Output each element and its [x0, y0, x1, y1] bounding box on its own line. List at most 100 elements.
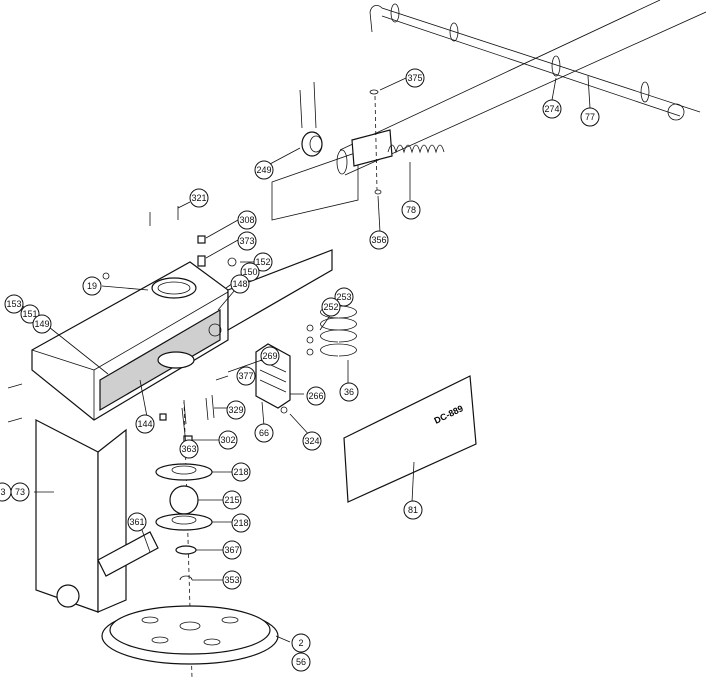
rod-ring: [551, 55, 561, 77]
housing-port: [151, 277, 197, 299]
head-housing: [31, 249, 333, 421]
column-bore: [56, 584, 80, 608]
flange-218b-hole: [171, 515, 197, 525]
svg-text:144: 144: [137, 419, 152, 429]
svg-text:36: 36: [344, 387, 354, 397]
side-screws: [7, 383, 23, 423]
svg-text:56: 56: [296, 657, 306, 667]
housing-bore: [157, 351, 195, 369]
svg-text:148: 148: [232, 279, 247, 289]
callout-324: 324: [302, 431, 322, 451]
housing-hole: [208, 323, 222, 337]
bracket: [351, 129, 393, 167]
pulley: [101, 605, 279, 665]
svg-text:353: 353: [224, 575, 239, 585]
rod-assembly: [369, 3, 701, 121]
callout-144: 144: [135, 414, 155, 434]
switch-249: [299, 81, 323, 157]
callout-367: 367: [222, 540, 242, 560]
screw-252: [306, 336, 314, 344]
column-side: [97, 428, 127, 613]
svg-text:375: 375: [407, 73, 422, 83]
svg-text:73: 73: [15, 487, 25, 497]
svg-text:78: 78: [406, 205, 416, 215]
nut-153: [102, 272, 110, 280]
svg-text:324: 324: [304, 436, 319, 446]
column-tube: [271, 0, 706, 221]
screw-324: [280, 406, 288, 414]
nut-152: [227, 257, 237, 267]
callout-353: 353: [222, 570, 242, 590]
svg-text:329: 329: [228, 405, 243, 415]
vertical-column: [35, 419, 159, 613]
svg-text:81: 81: [408, 505, 418, 515]
callout-73: 73: [10, 482, 30, 502]
svg-text:363: 363: [181, 444, 196, 454]
callout-377: 377: [236, 366, 256, 386]
spring: [387, 144, 445, 154]
callout-302: 302: [218, 430, 238, 450]
washer-356: [374, 189, 382, 195]
callout-148: 148: [230, 274, 250, 294]
svg-text:266: 266: [308, 391, 323, 401]
svg-text:2: 2: [298, 638, 303, 648]
housing-edges: [31, 291, 229, 420]
svg-text:77: 77: [585, 112, 595, 122]
callout-252: 252: [321, 297, 341, 317]
svg-text:66: 66: [259, 428, 269, 438]
leader-lines: [19, 75, 591, 643]
callout-78: 78: [401, 200, 421, 220]
svg-text:274: 274: [544, 104, 559, 114]
flange-218a-hole: [171, 465, 197, 475]
callout-266: 266: [306, 386, 326, 406]
housing-plate: [227, 249, 333, 332]
callout-153: 153: [4, 294, 24, 314]
screw-252: [306, 324, 314, 332]
callout-361: 361: [127, 512, 147, 532]
housing-port-inner: [157, 281, 191, 295]
callout-73-partial: 3: [0, 482, 12, 502]
washer-375: [369, 89, 379, 95]
screws-321: [149, 206, 179, 226]
rod-lower-edge: [381, 15, 681, 117]
sleeve-373: [197, 255, 206, 267]
svg-text:153: 153: [6, 299, 21, 309]
svg-text:269: 269: [262, 351, 277, 361]
tube-lower-edge: [344, 11, 706, 176]
screw-252: [306, 348, 314, 356]
nut-363: [159, 413, 167, 421]
plate-81: DC-889: [343, 375, 477, 503]
callout-2: 2: [291, 633, 311, 653]
svg-text:321: 321: [191, 193, 206, 203]
column-front: [35, 419, 99, 613]
callout-215: 215: [222, 490, 242, 510]
svg-text:253: 253: [336, 292, 351, 302]
tube-upper-edge: [339, 0, 661, 151]
svg-text:218: 218: [233, 467, 248, 477]
callout-218-top: 218: [231, 462, 251, 482]
plate-body: [343, 375, 477, 503]
callout-253: 253: [334, 287, 354, 307]
callout-81: 81: [403, 500, 423, 520]
svg-text:151: 151: [22, 309, 37, 319]
leader-dashed: [374, 95, 378, 191]
callout-308: 308: [237, 210, 257, 230]
callout-152: 152: [253, 252, 273, 272]
callout-77: 77: [580, 107, 600, 127]
callout-249: 249: [254, 160, 274, 180]
callout-66: 66: [254, 423, 274, 443]
rod-end-loop: [667, 103, 685, 121]
callout-375: 375: [405, 68, 425, 88]
callout-218-bottom: 218: [231, 513, 251, 533]
svg-text:373: 373: [239, 236, 254, 246]
rod: [369, 4, 701, 113]
svg-text:19: 19: [87, 281, 97, 291]
pulley-hole: [221, 616, 239, 624]
svg-text:149: 149: [34, 319, 49, 329]
callout-19: 19: [82, 276, 102, 296]
pulley-hole: [141, 616, 159, 624]
bolts-329: [183, 394, 215, 425]
svg-text:377: 377: [238, 371, 253, 381]
rod-ring: [640, 81, 650, 103]
